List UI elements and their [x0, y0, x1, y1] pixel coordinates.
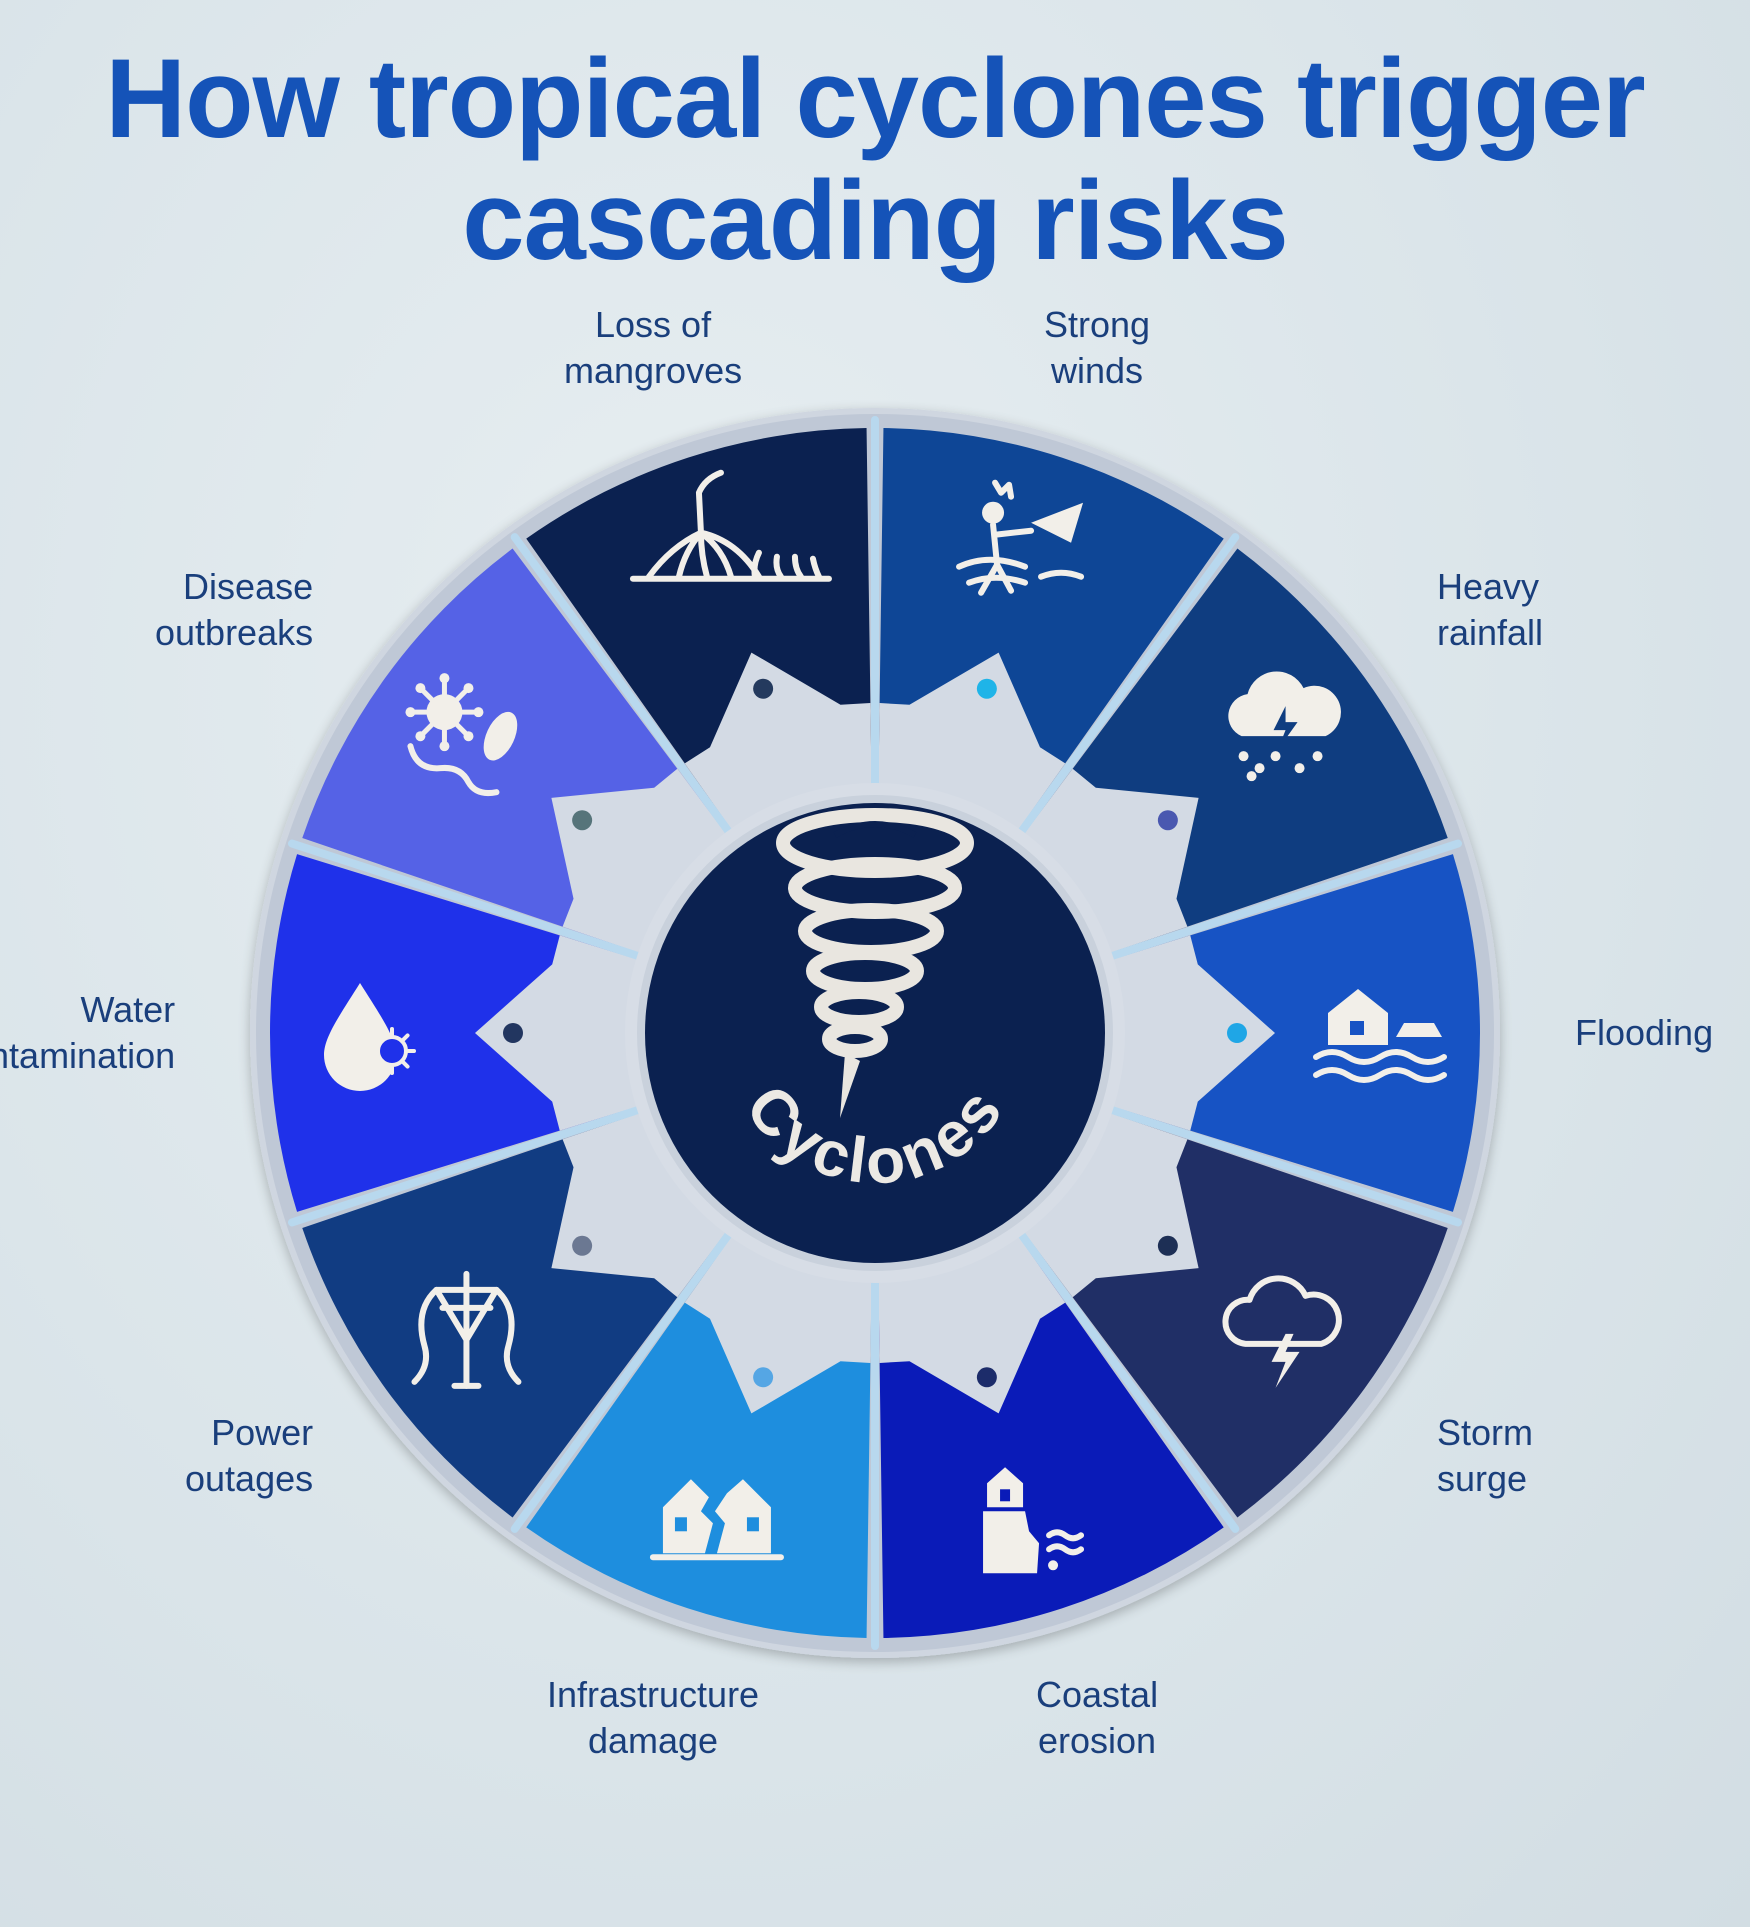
segment-tooth: [878, 652, 1066, 829]
label-strong-winds: Strong winds: [1044, 302, 1150, 394]
segment-water-contamination: [269, 854, 637, 1212]
segment-dot: [976, 1367, 997, 1388]
label-line: rainfall: [1437, 612, 1544, 653]
page-title: How tropical cyclones trigger cascading …: [0, 38, 1750, 282]
contaminated-drop-icon: [324, 983, 416, 1091]
label-loss-of-mangroves: Loss of mangroves: [564, 302, 742, 394]
segment-tooth: [878, 1237, 1066, 1414]
segment-tooth: [551, 1113, 726, 1298]
segment-divider: [1108, 839, 1462, 960]
label-heavy-rainfall: Heavy rainfall: [1437, 564, 1543, 656]
label-line: damage: [587, 1720, 719, 1761]
label-line: erosion: [1037, 1720, 1157, 1761]
segment-flooding: [1113, 854, 1480, 1212]
label-water-contamination: Water contamination: [0, 987, 175, 1079]
segment-tooth: [1024, 1113, 1199, 1298]
segment-divider: [1108, 1106, 1462, 1227]
wind-person-icon: [956, 479, 1085, 596]
segment-divider: [288, 839, 642, 960]
segment-divider: [288, 1106, 642, 1227]
label-line: Disease: [183, 566, 314, 607]
label-line: winds: [1051, 350, 1144, 391]
label-line: Power: [211, 1412, 314, 1453]
power-pole-icon: [411, 1270, 522, 1389]
label-line: Storm: [1437, 1412, 1534, 1453]
label-line: Loss of: [595, 304, 712, 345]
virus-bacteria-icon: [405, 673, 518, 797]
label-storm-surge: Storm surge: [1437, 1410, 1533, 1502]
storm-cloud-icon: [1222, 1275, 1342, 1388]
segment-tooth: [1024, 768, 1199, 953]
segment-dot: [503, 1023, 523, 1043]
label-infrastructure-damage: Infrastructure damage: [547, 1672, 759, 1764]
segment-dot: [753, 1367, 774, 1388]
title-line-2: cascading risks: [462, 158, 1289, 283]
segment-divider: [510, 1231, 733, 1533]
cliff-house-icon: [983, 1467, 1085, 1574]
segment-divider: [1017, 1231, 1240, 1533]
label-power-outages: Power outages: [185, 1410, 313, 1502]
label-coastal-erosion: Coastal erosion: [1036, 1672, 1158, 1764]
segment-tooth: [684, 1237, 872, 1414]
label-line: Infrastructure: [547, 1674, 760, 1715]
segment-tooth: [1113, 935, 1275, 1131]
tornado-icon: [776, 808, 974, 1118]
label-line: Water: [80, 989, 176, 1030]
segment-dot: [572, 810, 593, 831]
label-line: Heavy: [1437, 566, 1540, 607]
mangrove-roots-icon: [629, 469, 832, 582]
segment-tooth: [475, 935, 637, 1131]
broken-house-icon: [649, 1479, 784, 1561]
label-line: outbreaks: [155, 612, 314, 653]
title-line-1: How tropical cyclones trigger: [105, 36, 1645, 161]
label-disease-outbreaks: Disease outbreaks: [155, 564, 313, 656]
segment-tooth: [551, 768, 726, 953]
label-line: surge: [1437, 1458, 1528, 1499]
segment-divider: [1017, 533, 1240, 835]
segment-dot: [1157, 810, 1178, 831]
segment-tooth: [684, 652, 872, 829]
segment-dot: [1157, 1235, 1178, 1256]
segment-dot: [572, 1235, 593, 1256]
segment-dot: [976, 678, 997, 699]
label-line: Flooding: [1575, 1012, 1714, 1053]
label-line: outages: [185, 1458, 314, 1499]
segment-dot: [1227, 1023, 1247, 1043]
rain-cloud-icon: [1228, 671, 1341, 782]
label-line: Strong: [1044, 304, 1151, 345]
label-line: Coastal: [1036, 1674, 1159, 1715]
label-line: mangroves: [564, 350, 743, 391]
label-flooding: Flooding: [1575, 1010, 1713, 1056]
label-line: contamination: [0, 1035, 176, 1076]
segment-dot: [753, 678, 774, 699]
center-hub: Cyclones: [625, 783, 1125, 1283]
segment-divider: [510, 533, 733, 835]
flooded-house-icon: [1313, 989, 1447, 1083]
